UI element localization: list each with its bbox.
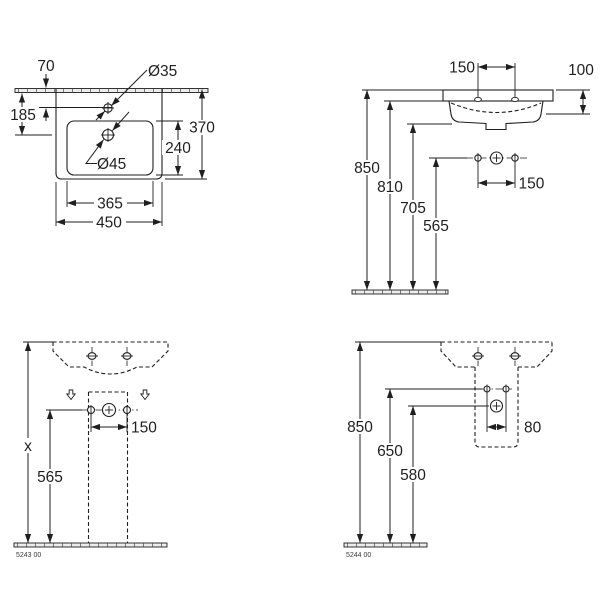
dim-total-height: x — [20, 341, 53, 543]
pedestal-outline-dashed — [87, 391, 129, 543]
wall-line — [14, 88, 209, 93]
article-number: 5244 00 — [346, 552, 371, 559]
dim-width: 450 — [55, 182, 163, 232]
dim-bowl-width: 365 — [66, 181, 154, 213]
article-number: 5243 00 — [16, 552, 41, 559]
dim-label: 240 — [165, 140, 191, 157]
dim-label: 450 — [96, 215, 122, 232]
basin-body-outline — [448, 100, 544, 131]
dim-hole-offset: 185 — [8, 93, 52, 136]
dim-label: x — [24, 438, 32, 455]
drain-hole-icon — [101, 128, 115, 142]
dim-height-565: 565 — [420, 157, 467, 290]
dim-height-810: 810 — [374, 100, 443, 290]
tap-hole-icon — [511, 96, 519, 103]
dim-height-850: 850 — [344, 341, 441, 543]
dim-label: 850 — [347, 419, 373, 436]
dim-label: 705 — [400, 200, 426, 217]
dim-label: 70 — [37, 58, 55, 75]
pedestal-front-view: 150 x 565 5243 00 — [13, 341, 169, 559]
dim-label: 365 — [97, 196, 123, 213]
dim-fixing-hole-spacing: 150 — [477, 162, 545, 193]
dim-fixing-hole-spacing: 80 — [486, 393, 542, 437]
siphon-front-view: 80 850 650 580 5244 00 — [343, 341, 553, 559]
drain-hole-leader — [85, 111, 130, 164]
dim-label: 370 — [189, 120, 215, 137]
bowl-section-curve — [450, 102, 542, 114]
tap-hole-dia-label: Ø35 — [148, 63, 177, 80]
dim-label: 80 — [524, 420, 542, 437]
dim-height-650: 650 — [374, 389, 407, 543]
dim-height-705: 705 — [397, 123, 452, 290]
fixing-hole-icon — [121, 347, 133, 366]
rim-outline — [442, 89, 554, 102]
fixing-hole-icon — [509, 347, 521, 366]
dim-rim-height: 100 — [546, 62, 594, 115]
dim-label: 580 — [400, 467, 426, 484]
front-view: 150 100 150 — [351, 60, 594, 295]
floor-line — [351, 289, 449, 295]
dim-label: 850 — [354, 160, 380, 177]
dim-label: 185 — [10, 107, 36, 124]
fixing-hole-icon — [472, 347, 484, 366]
dim-wall-distance: 70 — [36, 58, 112, 121]
dim-bowl-depth: 240 — [156, 120, 195, 176]
fixing-hole-icon — [86, 347, 98, 366]
tap-hole-icon — [102, 102, 114, 114]
dim-fixing-hole-spacing: 150 — [90, 414, 157, 437]
top-view: 70 185 370 240 365 — [8, 58, 219, 232]
floor-line — [343, 542, 428, 548]
dim-label: 565 — [37, 469, 63, 486]
dim-height-580: 580 — [397, 406, 430, 543]
basin-outline-dashed — [52, 341, 169, 375]
fixing-holes-row — [46, 402, 138, 418]
mount-arrow-icon — [65, 389, 77, 401]
tap-hole-leader — [95, 69, 148, 121]
drain-dia-label: Ø45 — [97, 156, 126, 173]
dim-height-565: 565 — [34, 410, 67, 543]
dim-height-850: 850 — [351, 89, 443, 290]
bowl-outline — [66, 120, 154, 176]
fixing-holes-row — [466, 151, 527, 165]
dim-label: 100 — [568, 62, 594, 79]
dim-label: 810 — [377, 179, 403, 196]
dim-label: 650 — [377, 443, 403, 460]
fixing-holes-row — [385, 384, 512, 394]
dim-label: 150 — [519, 176, 545, 193]
siphon-cover-outline-dashed — [474, 367, 519, 448]
outlet-hole-icon — [408, 399, 504, 413]
mount-arrow-icon — [139, 389, 151, 401]
tap-hole-icon — [474, 96, 482, 103]
dim-depth: 370 — [165, 89, 219, 180]
floor-line — [13, 542, 168, 548]
dim-label: 150 — [131, 420, 157, 437]
basin-outline-dashed — [440, 341, 553, 368]
dim-label: 565 — [423, 218, 449, 235]
dim-label: 150 — [449, 60, 475, 77]
dim-tap-hole-spacing: 150 — [449, 60, 516, 97]
